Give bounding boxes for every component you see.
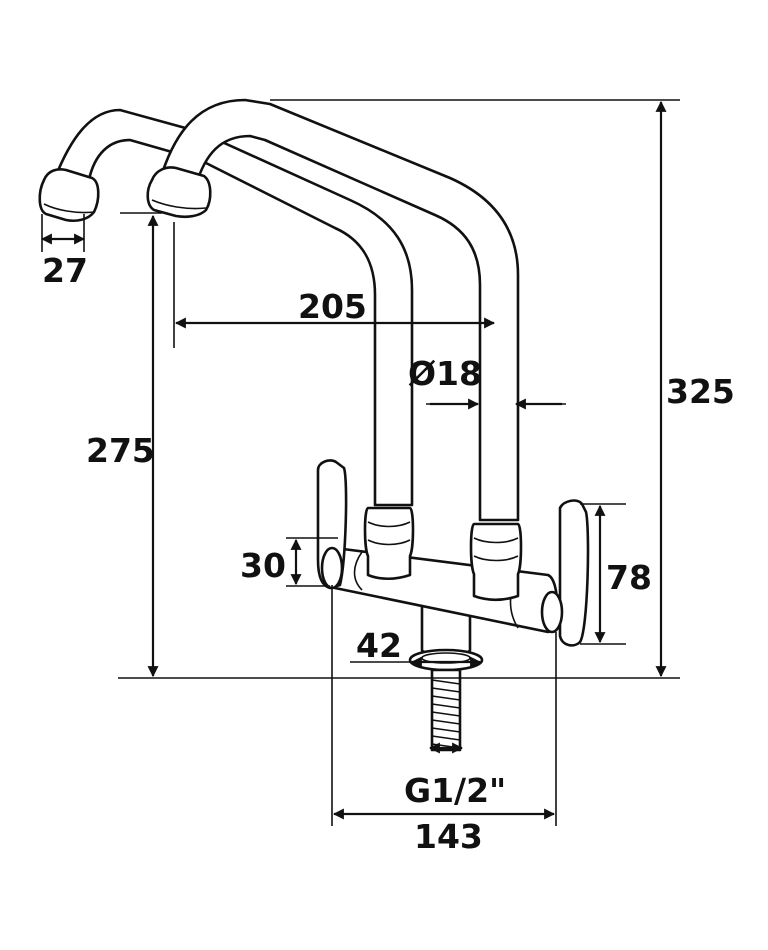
label-spout-tip: 27 <box>42 251 88 290</box>
right-connector <box>469 522 523 602</box>
label-handle-height: 78 <box>606 558 652 597</box>
right-handle-cap <box>540 590 564 634</box>
label-spout-height: 275 <box>86 431 155 470</box>
label-spout-reach: 205 <box>298 287 367 326</box>
label-base-diameter: 42 <box>356 626 402 665</box>
left-connector <box>363 506 415 581</box>
label-total-height: 325 <box>666 372 735 411</box>
faucet-outline <box>38 98 590 752</box>
dimension-labels: 27 205 275 Ø18 325 30 78 42 G1/2" 143 <box>42 251 735 856</box>
right-handle <box>558 499 590 647</box>
label-tube-diameter: Ø18 <box>408 354 482 393</box>
extension-lines <box>118 99 680 826</box>
back-spout <box>53 108 414 507</box>
front-spout <box>158 98 520 522</box>
label-overall-width: 143 <box>414 817 483 856</box>
front-nozzle <box>146 166 212 219</box>
dimension-arrows <box>40 100 667 820</box>
label-body-height: 30 <box>240 546 286 585</box>
label-thread: G1/2" <box>404 771 506 810</box>
left-handle-cap <box>320 546 344 590</box>
